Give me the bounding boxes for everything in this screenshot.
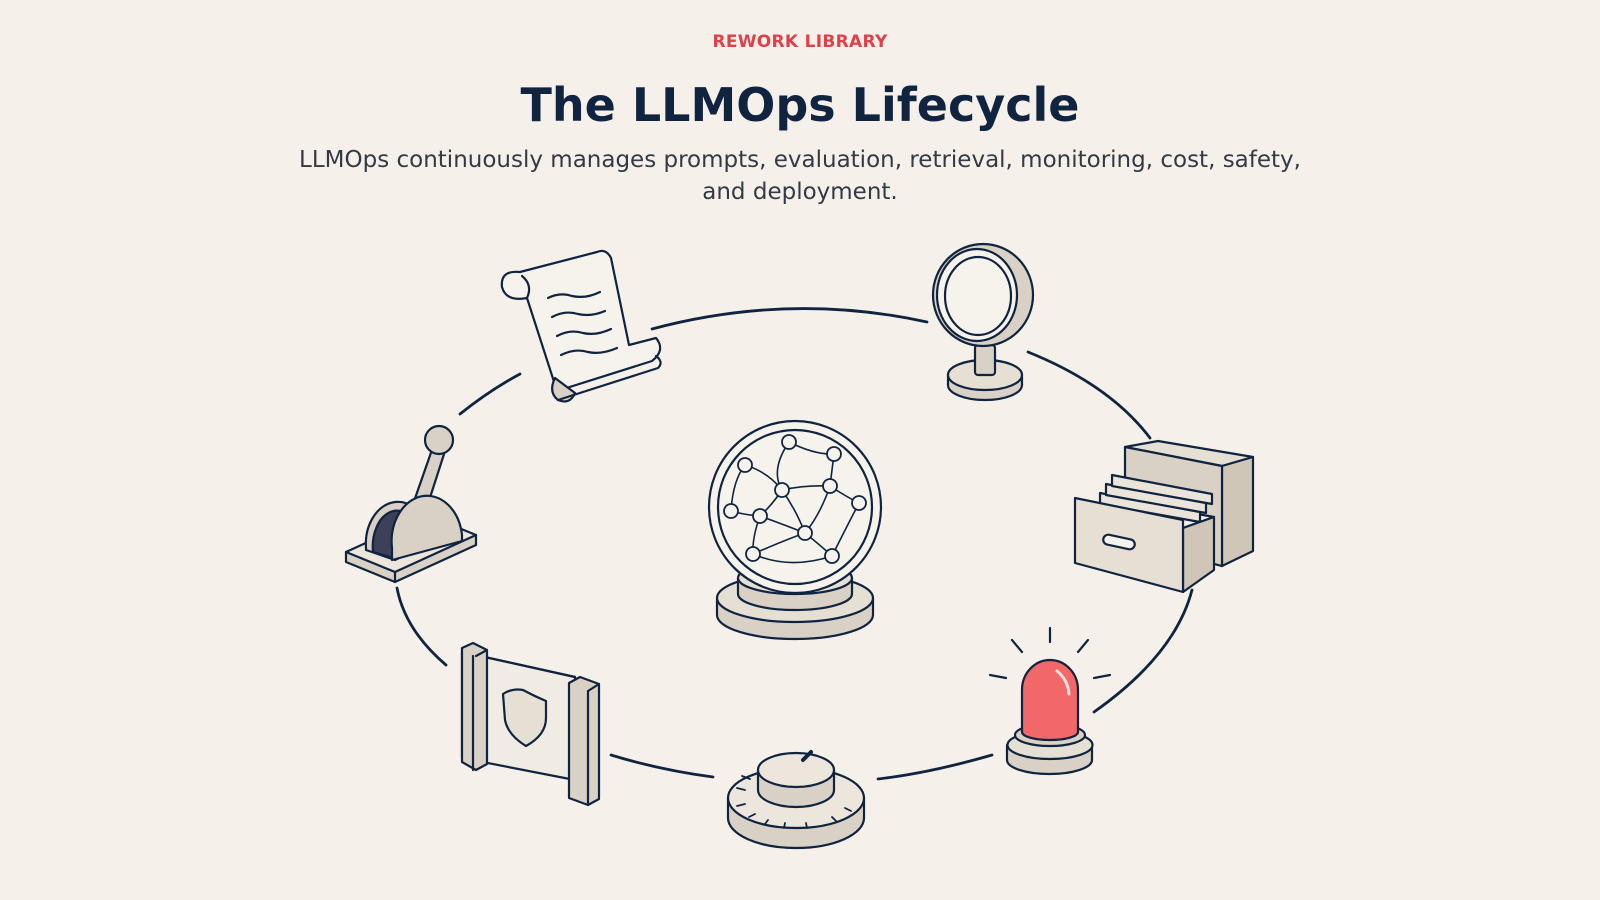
dial-icon	[726, 750, 866, 850]
lever-icon	[344, 424, 478, 584]
scroll-icon	[500, 249, 662, 403]
eyebrow-label: REWORK LIBRARY	[712, 32, 888, 52]
ring-arc-bottom-right	[876, 753, 994, 781]
ring-arc-bottom-left	[609, 753, 715, 779]
magnifier-icon	[931, 242, 1035, 402]
alarm-light-icon	[988, 626, 1112, 776]
ring-arc-top-right	[1026, 350, 1152, 440]
shield-gate-icon	[460, 641, 601, 807]
page-title: The LLMOps Lifecycle	[520, 78, 1080, 132]
cycle-ring	[395, 307, 1194, 781]
ring-arc-left	[395, 586, 448, 667]
ring-arc-top-left	[458, 372, 522, 416]
ring-arc-top	[650, 307, 929, 331]
network-globe-icon	[707, 419, 883, 641]
ring-arc-right	[1092, 588, 1194, 714]
page-subtitle: LLMOps continuously manages prompts, eva…	[299, 147, 1301, 205]
file-cabinet-icon	[1073, 439, 1255, 594]
